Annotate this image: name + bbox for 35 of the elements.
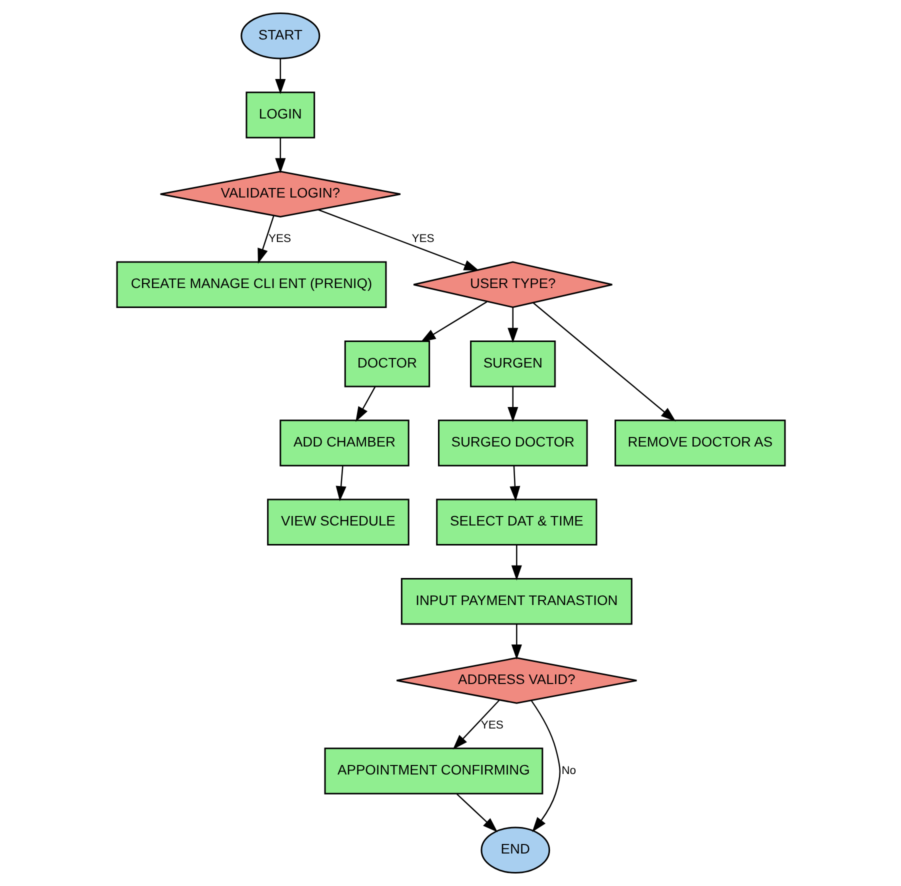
arrow (507, 308, 518, 343)
arrow (507, 386, 518, 422)
arrow (335, 466, 346, 502)
node-box: APPOINTMENT CONFIRMING (324, 748, 543, 794)
edge-label: YES (268, 233, 291, 246)
node-box: DOCTOR (344, 340, 430, 388)
arrow (355, 386, 376, 422)
node-box: LOGIN (245, 92, 315, 138)
arrow (510, 545, 522, 580)
edge-label: YES (411, 233, 434, 246)
arrow (456, 794, 498, 832)
node-box: VIEW SCHEDULE (266, 498, 409, 546)
edge-label: No (561, 764, 576, 777)
node-box: REMOVE DOCTOR AS (614, 420, 786, 466)
node-box: SELECT DAT & TIME (436, 498, 597, 546)
arrow (420, 301, 487, 342)
node-box: CREATE MANAGE CLI ENT (PRENIQ) (116, 261, 386, 308)
node-box: ADD CHAMBER (279, 420, 409, 466)
edge-label: YES (480, 720, 503, 732)
arrow (274, 58, 286, 94)
arrow (318, 209, 479, 271)
arrow (509, 466, 520, 502)
arrow (530, 700, 560, 832)
node-diamond: VALIDATE LOGIN? (159, 170, 401, 218)
node-diamond: ADDRESS VALID? (395, 657, 637, 704)
arrow (510, 624, 522, 660)
node-box: SURGEN (470, 340, 556, 388)
arrow (274, 138, 286, 174)
arrow (452, 700, 500, 750)
node-box: INPUT PAYMENT TRANASTION (400, 578, 632, 625)
node-ellipse: START (240, 12, 320, 60)
arrow (532, 302, 676, 422)
node-ellipse: END (480, 826, 550, 874)
arrow (257, 216, 274, 264)
node-box: SURGEO DOCTOR (438, 420, 588, 466)
